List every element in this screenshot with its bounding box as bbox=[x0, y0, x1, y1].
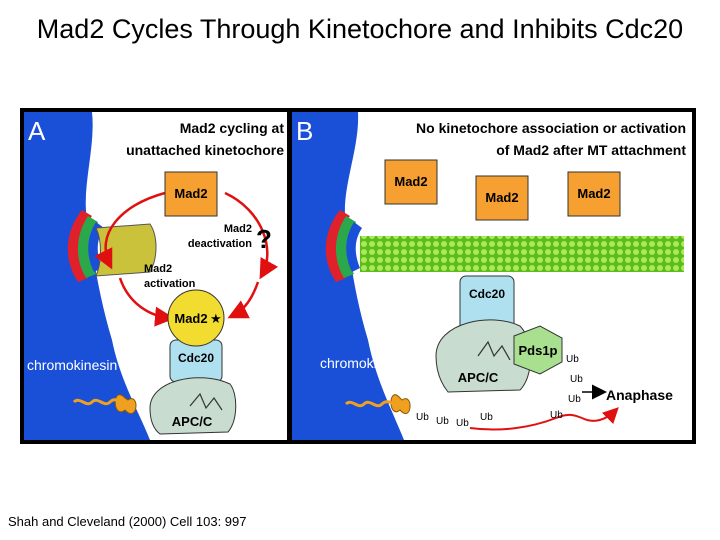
ub-chain-1: Ub bbox=[416, 412, 429, 423]
mad2-label-a: Mad2 bbox=[174, 186, 207, 201]
microtubule bbox=[360, 236, 684, 272]
ub-chain-2: Ub bbox=[436, 416, 449, 427]
mad2-inactive-a bbox=[164, 171, 218, 217]
apcc-label-a: APC/C bbox=[172, 414, 213, 429]
chromokinesin-label-a: chromokinesin bbox=[27, 357, 117, 373]
chromokinesin-a bbox=[114, 394, 137, 414]
panel-b-heading-2: of Mad2 after MT attachment bbox=[496, 142, 686, 158]
deactivation-label-2: deactivation bbox=[188, 238, 252, 250]
activation-label-1: Mad2 bbox=[144, 263, 172, 275]
citation: Shah and Cleveland (2000) Cell 103: 997 bbox=[8, 514, 247, 529]
chromokinesin-label-b: chromokinesin bbox=[320, 355, 410, 371]
mad2-active-label: Mad2 bbox=[174, 311, 207, 326]
mad2-label-b-1: Mad2 bbox=[394, 174, 427, 189]
anaphase-label: Anaphase bbox=[606, 387, 673, 403]
ub-label-2: Ub bbox=[570, 374, 583, 385]
cdc20-label-b: Cdc20 bbox=[469, 287, 505, 301]
pds1p bbox=[513, 325, 563, 375]
pds1p-label: Pds1p bbox=[518, 343, 557, 358]
panel-a: A Mad2 cycling at unattached kinetochore… bbox=[24, 112, 287, 440]
mad2-box-b-1 bbox=[384, 159, 438, 205]
cdc20-label-a: Cdc20 bbox=[178, 351, 214, 365]
ub-label-3: Ub bbox=[568, 394, 581, 405]
ub-label-1: Ub bbox=[566, 354, 579, 365]
deactivation-label-1: Mad2 bbox=[224, 223, 252, 235]
panel-b-heading-1: No kinetochore association or activation bbox=[416, 120, 686, 136]
chromokinesin-b bbox=[390, 394, 411, 414]
apcc-a bbox=[149, 377, 237, 435]
ub-chain-3: Ub bbox=[456, 418, 469, 429]
mad2-label-b-3: Mad2 bbox=[577, 186, 610, 201]
panel-a-heading-2: unattached kinetochore bbox=[126, 142, 284, 158]
mad2-label-b-2: Mad2 bbox=[485, 190, 518, 205]
star-icon: ★ bbox=[210, 311, 222, 326]
mad2-box-b-2 bbox=[475, 175, 529, 221]
ub-label-4: Ub bbox=[550, 410, 563, 421]
panel-b: B No kinetochore association or activati… bbox=[292, 112, 692, 440]
panel-a-heading-1: Mad2 cycling at bbox=[180, 120, 285, 136]
page-title: Mad2 Cycles Through Kinetochore and Inhi… bbox=[36, 14, 684, 44]
question-mark: ? bbox=[256, 224, 272, 254]
apcc-label-b: APC/C bbox=[458, 370, 499, 385]
mad2-active-a bbox=[167, 289, 225, 347]
activation-label-2: activation bbox=[144, 278, 196, 290]
ub-chain-4: Ub bbox=[480, 412, 493, 423]
panel-b-letter: B bbox=[296, 116, 313, 146]
mad2-box-b-3 bbox=[567, 171, 621, 217]
panel-a-letter: A bbox=[28, 116, 46, 146]
